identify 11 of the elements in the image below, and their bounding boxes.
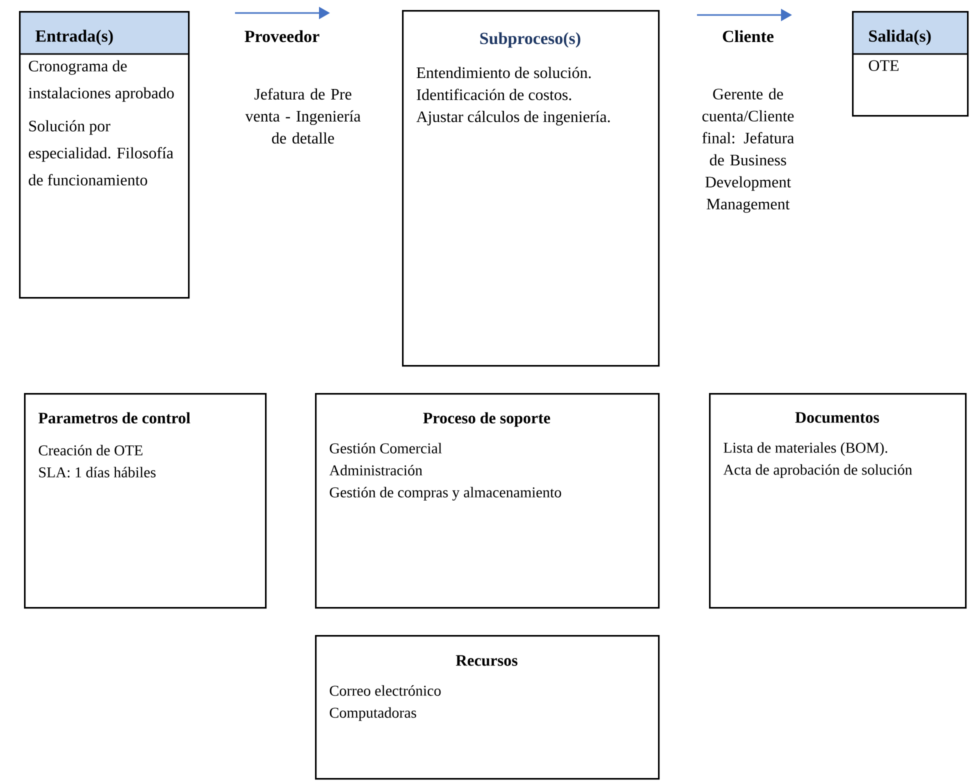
column-heading: Cliente [722, 30, 774, 42]
process-box: Documentos Lista de materiales (BOM). Acta de aprobación de solución [709, 393, 967, 609]
process-box: Entrada(s) Cronograma de instalaciones aprobado Solución por especialidad. Filosofía de funcionamiento [19, 11, 190, 299]
process-box: Subproceso(s) Entendimiento de solución. Identificación de costos. Ajustar cálculos de ingeniería. [402, 10, 660, 367]
process-box: Proceso de soporte Gestión Comercial Administración Gestión de compras y almacenamiento [315, 393, 660, 609]
process-box: Recursos Correo electrónico Computadoras [315, 635, 660, 780]
process-box: Parametros de control Creación de OTE SLA: 1 días hábiles [24, 393, 267, 609]
role-text: Jefatura de Pre venta - Ingeniería de detalle [245, 88, 361, 144]
column-heading: Proveedor [244, 30, 320, 42]
process-box: Salida(s) OTE [852, 11, 969, 117]
role-text: Gerente de cuenta/Cliente final: Jefatura de Business Development Management [702, 88, 794, 213]
